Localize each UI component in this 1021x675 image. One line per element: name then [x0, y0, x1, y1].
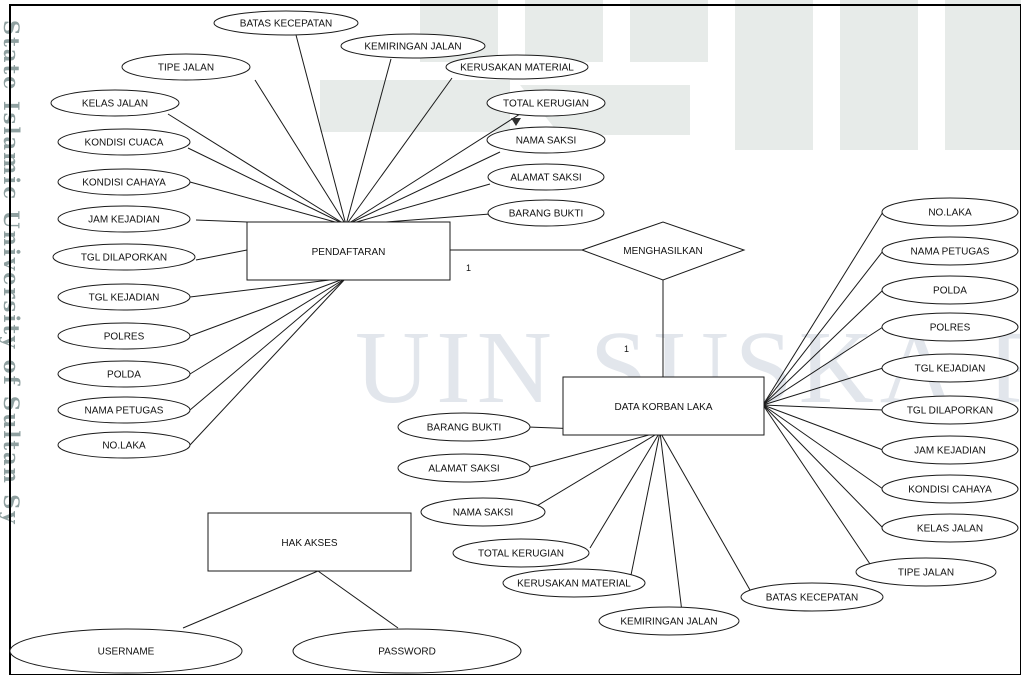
attribute-batas-kecepatan: BATAS KECEPATAN [213, 10, 359, 36]
svg-text:JAM KEJADIAN: JAM KEJADIAN [88, 215, 160, 226]
svg-text:NO.LAKA: NO.LAKA [102, 441, 146, 452]
attribute-korban-polda: POLDA [881, 275, 1019, 305]
svg-text:JAM KEJADIAN: JAM KEJADIAN [914, 446, 986, 457]
attribute-alamat-saksi: ALAMAT SAKSI [487, 163, 605, 191]
svg-text:KERUSAKAN MATERIAL: KERUSAKAN MATERIAL [517, 579, 631, 590]
attribute-password: PASSWORD [292, 628, 522, 674]
attribute-polres: POLRES [57, 322, 191, 350]
svg-text:BARANG BUKTI: BARANG BUKTI [509, 209, 583, 220]
entity-label: HAK AKSES [281, 538, 337, 549]
attribute-korban-barang-bukti: BARANG BUKTI [397, 412, 531, 442]
sidebar-strip [0, 0, 10, 675]
watermark-sidebar-text: State Islamic University of Sultan Sy [0, 20, 24, 526]
attribute-korban-tipe-jalan: TIPE JALAN [855, 557, 997, 587]
entity-label: DATA KORBAN LAKA [615, 402, 713, 413]
attribute-korban-alamat-saksi: ALAMAT SAKSI [397, 453, 531, 483]
attribute-no-laka: NO.LAKA [57, 431, 191, 459]
svg-text:TGL DILAPORKAN: TGL DILAPORKAN [907, 406, 993, 417]
svg-text:PASSWORD: PASSWORD [378, 647, 436, 658]
attribute-korban-tgl-kejadian: TGL KEJADIAN [881, 353, 1019, 383]
svg-text:TIPE JALAN: TIPE JALAN [158, 63, 214, 74]
svg-text:BATAS KECEPATAN: BATAS KECEPATAN [240, 19, 332, 30]
svg-text:KONDISI CAHAYA: KONDISI CAHAYA [82, 178, 166, 189]
attribute-kondisi-cahaya: KONDISI CAHAYA [57, 168, 191, 196]
svg-text:POLRES: POLRES [104, 332, 145, 343]
entity-label: PENDAFTARAN [312, 247, 386, 258]
svg-text:POLRES: POLRES [930, 323, 971, 334]
svg-text:KELAS JALAN: KELAS JALAN [82, 99, 148, 110]
attribute-korban-kemiringan-jalan: KEMIRINGAN JALAN [598, 606, 740, 636]
attribute-polda: POLDA [57, 360, 191, 388]
svg-text:NAMA PETUGAS: NAMA PETUGAS [85, 406, 164, 417]
attribute-kemiringan-jalan: KEMIRINGAN JALAN [340, 33, 486, 59]
cardinality-korban: 1 [624, 344, 629, 354]
attribute-korban-jam-kejadian: JAM KEJADIAN [881, 435, 1019, 465]
attribute-tipe-jalan: TIPE JALAN [121, 53, 251, 81]
entity-pendaftaran: PENDAFTARAN [246, 221, 451, 281]
svg-text:NO.LAKA: NO.LAKA [928, 208, 972, 219]
attribute-korban-kondisi-cahaya: KONDISI CAHAYA [881, 474, 1019, 504]
attribute-korban-nama-saksi: NAMA SAKSI [420, 497, 546, 527]
attribute-nama-saksi: NAMA SAKSI [486, 126, 606, 154]
svg-text:KEMIRINGAN JALAN: KEMIRINGAN JALAN [364, 42, 461, 53]
svg-text:KONDISI CUACA: KONDISI CUACA [85, 138, 164, 149]
svg-text:NAMA SAKSI: NAMA SAKSI [516, 136, 577, 147]
attribute-korban-kerusakan-material: KERUSAKAN MATERIAL [502, 568, 646, 598]
attribute-korban-no-laka: NO.LAKA [881, 197, 1019, 227]
attribute-korban-total-kerugian: TOTAL KERUGIAN [452, 538, 590, 568]
attribute-username: USERNAME [9, 628, 243, 674]
svg-text:TIPE JALAN: TIPE JALAN [898, 568, 954, 579]
svg-text:TOTAL KERUGIAN: TOTAL KERUGIAN [503, 99, 589, 110]
relationship-menghasilkan: MENGHASILKAN [580, 221, 746, 281]
svg-text:TGL DILAPORKAN: TGL DILAPORKAN [81, 253, 167, 264]
svg-text:USERNAME: USERNAME [98, 647, 155, 658]
attribute-korban-polres: POLRES [881, 312, 1019, 342]
attribute-kerusakan-material: KERUSAKAN MATERIAL [445, 54, 589, 80]
attribute-tgl-dilaporkan: TGL DILAPORKAN [52, 243, 196, 271]
entity-hak-akses: HAK AKSES [207, 512, 412, 572]
svg-text:KEMIRINGAN JALAN: KEMIRINGAN JALAN [620, 617, 717, 628]
svg-text:POLDA: POLDA [107, 370, 141, 381]
svg-text:TOTAL KERUGIAN: TOTAL KERUGIAN [478, 549, 564, 560]
attribute-jam-kejadian: JAM KEJADIAN [57, 205, 191, 233]
svg-text:NAMA PETUGAS: NAMA PETUGAS [911, 247, 990, 258]
arrow-marker-icon [511, 118, 521, 126]
svg-text:BARANG BUKTI: BARANG BUKTI [427, 423, 501, 434]
attribute-nama-petugas: NAMA PETUGAS [57, 396, 191, 424]
svg-text:KELAS JALAN: KELAS JALAN [917, 524, 983, 535]
attribute-barang-bukti: BARANG BUKTI [487, 199, 605, 227]
entity-data-korban-laka: DATA KORBAN LAKA [562, 376, 765, 436]
attribute-korban-nama-petugas: NAMA PETUGAS [881, 236, 1019, 266]
watermark-logo-shapes [320, 0, 1021, 150]
attribute-total-kerugian: TOTAL KERUGIAN [486, 89, 606, 117]
svg-text:TGL KEJADIAN: TGL KEJADIAN [89, 293, 160, 304]
attribute-kelas-jalan: KELAS JALAN [50, 89, 180, 117]
svg-text:ALAMAT SAKSI: ALAMAT SAKSI [510, 173, 581, 184]
attribute-korban-batas-kecepatan: BATAS KECEPATAN [740, 582, 884, 612]
svg-text:TGL KEJADIAN: TGL KEJADIAN [915, 364, 986, 375]
svg-text:ALAMAT SAKSI: ALAMAT SAKSI [428, 464, 499, 475]
svg-text:POLDA: POLDA [933, 286, 967, 297]
relationship-label: MENGHASILKAN [623, 246, 702, 257]
svg-text:KONDISI CAHAYA: KONDISI CAHAYA [908, 485, 992, 496]
cardinality-pendaftaran: 1 [466, 263, 471, 273]
attribute-kondisi-cuaca: KONDISI CUACA [57, 128, 191, 156]
attribute-korban-tgl-dilaporkan: TGL DILAPORKAN [881, 395, 1019, 425]
attribute-korban-kelas-jalan: KELAS JALAN [881, 513, 1019, 543]
attribute-tgl-kejadian: TGL KEJADIAN [57, 283, 191, 311]
svg-text:KERUSAKAN MATERIAL: KERUSAKAN MATERIAL [460, 63, 574, 74]
svg-text:BATAS KECEPATAN: BATAS KECEPATAN [766, 593, 858, 604]
diagram-frame [9, 4, 1021, 675]
svg-text:NAMA SAKSI: NAMA SAKSI [453, 508, 514, 519]
